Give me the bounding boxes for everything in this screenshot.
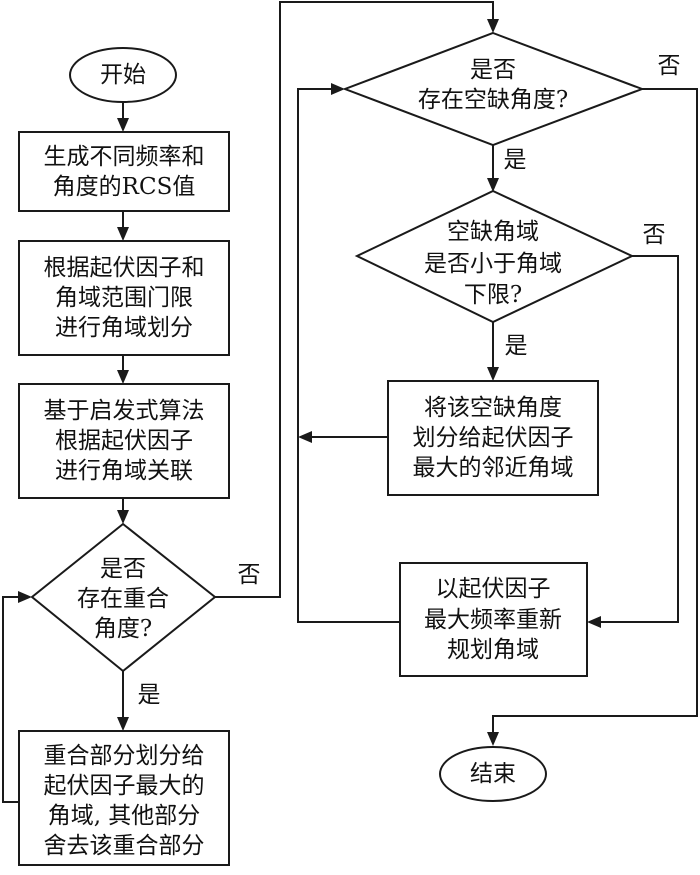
edge-gap-no (492, 88, 698, 738)
node-overlap-check: 是否 存在重合 角度? (30, 522, 217, 673)
edge-overlap-no (215, 1, 494, 598)
node-partition-line-3: 进行角域划分 (55, 315, 193, 341)
node-overlap-check-line-3: 角度? (94, 616, 152, 642)
node-partition: 根据起伏因子和 角域范围门限 进行角域划分 (18, 240, 230, 356)
edge-overlap-assign-loop (2, 596, 24, 803)
terminator-shape (439, 746, 547, 802)
node-replan: 以起伏因子 最大频率重新 规划角域 (399, 562, 588, 677)
node-overlap-check-line-1: 是否 (100, 556, 146, 582)
arrowhead-icon (117, 717, 129, 731)
node-associate-line-1: 基于启发式算法 (44, 398, 205, 424)
process-box (18, 383, 230, 499)
edge-label-overlap-no: 否 (238, 562, 261, 588)
node-gap-check-line-1: 是否 (470, 57, 516, 83)
node-gap-assign-line-2: 划分给起伏因子 (413, 425, 574, 451)
node-gen-rcs-line-2: 角度的RCS值 (53, 174, 196, 200)
process-box (18, 131, 230, 212)
node-gap-assign-line-1: 将该空缺角度 (424, 395, 562, 421)
edge-label-gap-yes: 是 (504, 147, 527, 173)
node-gap-size-check-line-1: 空缺角域 (447, 219, 539, 245)
node-replan-line-2: 最大频率重新 (424, 607, 562, 633)
edge-label-gap-size-no: 否 (643, 222, 666, 248)
node-gap-assign-line-3: 最大的邻近角域 (413, 455, 574, 481)
process-box (18, 240, 230, 356)
arrowhead-icon (117, 118, 129, 132)
node-gen-rcs: 生成不同频率和 角度的RCS值 (18, 131, 230, 212)
edge-gap-size-no (595, 255, 679, 623)
node-partition-line-1: 根据起伏因子和 (44, 255, 205, 281)
node-overlap-assign-line-4: 舍去该重合部分 (44, 833, 205, 859)
node-end-label: 结束 (470, 761, 516, 787)
node-replan-line-3: 规划角域 (447, 637, 539, 663)
node-overlap-assign-line-2: 起伏因子最大的 (44, 773, 205, 799)
arrowhead-icon (487, 367, 499, 381)
node-associate-line-2: 根据起伏因子 (55, 428, 193, 454)
terminator-shape (69, 47, 177, 103)
decision-diamond (30, 522, 217, 673)
node-gap-assign: 将该空缺角度 划分给起伏因子 最大的邻近角域 (387, 380, 599, 496)
decision-diamond (354, 189, 635, 324)
arrowhead-icon (117, 510, 129, 524)
edge-label-overlap-yes: 是 (138, 682, 161, 708)
node-associate-line-3: 进行角域关联 (55, 458, 193, 484)
process-box (399, 562, 588, 677)
arrowhead-icon (117, 227, 129, 241)
node-gap-size-check-line-2: 是否小于角域 (424, 251, 562, 277)
connectors (2, 1, 698, 803)
arrowhead-icon (487, 19, 499, 33)
node-overlap-assign: 重合部分划分给 起伏因子最大的 角域, 其他部分 舍去该重合部分 (18, 730, 230, 866)
node-associate: 基于启发式算法 根据起伏因子 进行角域关联 (18, 383, 230, 499)
process-box (18, 730, 230, 866)
edge-replan-return (297, 88, 400, 623)
node-end: 结束 (439, 746, 547, 802)
edge-labels: 是 否 是 否 是 否 (138, 53, 681, 708)
node-gap-check: 是否 存在空缺角度? (342, 31, 645, 147)
node-start: 开始 (69, 47, 177, 103)
arrowhead-icon (487, 732, 499, 746)
node-overlap-check-line-2: 存在重合 (77, 586, 169, 612)
node-replan-line-1: 以起伏因子 (436, 576, 551, 602)
arrowhead-icon (117, 370, 129, 384)
arrowhead-icon (18, 591, 32, 603)
arrowhead-icon (298, 431, 312, 443)
arrowhead-icon (331, 83, 345, 95)
decision-diamond (342, 31, 645, 147)
arrowhead-icon (487, 178, 499, 192)
node-overlap-assign-line-1: 重合部分划分给 (44, 743, 205, 769)
process-box (387, 380, 599, 496)
node-gen-rcs-line-1: 生成不同频率和 (44, 144, 205, 170)
node-gap-size-check-line-3: 下限? (464, 282, 522, 308)
node-partition-line-2: 角域范围门限 (55, 285, 193, 311)
arrowhead-icon (587, 616, 601, 628)
node-gap-check-line-2: 存在空缺角度? (418, 87, 568, 113)
node-start-label: 开始 (100, 62, 146, 88)
edge-label-gap-no: 否 (658, 53, 681, 79)
edge-label-gap-size-yes: 是 (505, 333, 528, 359)
node-gap-size-check: 空缺角域 是否小于角域 下限? (354, 189, 635, 324)
node-overlap-assign-line-3: 角域, 其他部分 (48, 803, 201, 829)
